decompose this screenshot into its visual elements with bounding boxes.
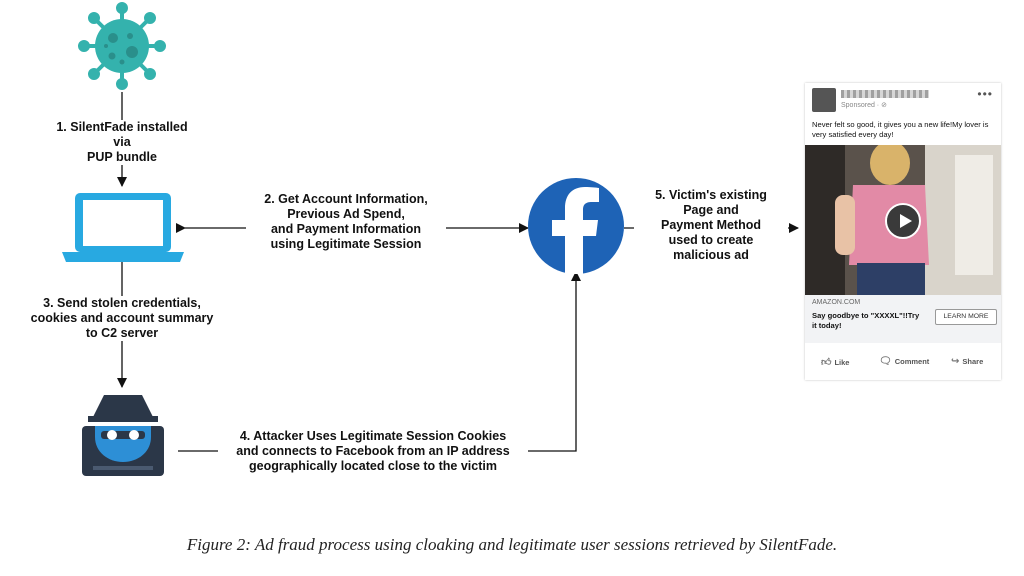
laptop-icon xyxy=(62,193,184,262)
step-5-line-3: Payment Method xyxy=(660,218,761,232)
step-3-line-1: 3. Send stolen credentials, xyxy=(43,296,201,310)
step-3-line-2: cookies and account summary xyxy=(30,311,214,325)
facebook-logo-icon xyxy=(528,178,624,274)
comment-action[interactable]: 🗨︎Comment xyxy=(879,356,929,367)
step-1-line-2: via xyxy=(113,135,131,149)
step-5-label: 5. Victim's existing Page and Payment Me… xyxy=(634,188,788,263)
hacker-spy-icon xyxy=(82,395,164,476)
malicious-ad-post: Sponsored · ⊘ ••• Never felt so good, it… xyxy=(805,83,1001,380)
step-5-line-4: used to create xyxy=(668,233,754,247)
page-avatar xyxy=(812,88,836,112)
share-action[interactable]: ↪Share xyxy=(951,356,983,367)
step-2-line-4: using Legitimate Session xyxy=(270,237,422,251)
step-2-line-3: and Payment Information xyxy=(270,222,422,236)
step-5-line-2: Page and xyxy=(683,203,739,217)
comment-label: Comment xyxy=(894,357,930,366)
ad-body-text: Never felt so good, it gives you a new l… xyxy=(812,120,989,139)
step-5-line-5: malicious ad xyxy=(673,248,749,262)
step-1-line-1: 1. SilentFade installed xyxy=(56,120,188,134)
ad-video-thumbnail[interactable] xyxy=(805,145,1001,295)
step-2-line-2: Previous Ad Spend, xyxy=(287,207,405,221)
comment-bubble-icon: 🗨︎ xyxy=(879,356,892,367)
step-1-label: 1. SilentFade installed via PUP bundle xyxy=(36,120,208,165)
step-4-label: 4. Attacker Uses Legitimate Session Cook… xyxy=(218,429,528,474)
step-3-label: 3. Send stolen credentials, cookies and … xyxy=(8,296,236,341)
sponsored-label: Sponsored · ⊘ xyxy=(841,102,887,109)
like-label: Like xyxy=(834,358,850,367)
play-button-icon[interactable] xyxy=(885,203,921,239)
step-5-line-1: 5. Victim's existing xyxy=(655,188,767,202)
post-actions-bar: 👍︎Like 🗨︎Comment ↪Share xyxy=(805,353,1001,373)
connector-lines xyxy=(117,92,799,452)
step-4-line-2: and connects to Facebook from an IP addr… xyxy=(236,444,510,458)
share-arrow-icon: ↪ xyxy=(951,356,960,367)
step-2-label: 2. Get Account Information, Previous Ad … xyxy=(246,192,446,252)
step-4-line-3: geographically located close to the vict… xyxy=(249,459,497,473)
share-label: Share xyxy=(962,357,984,366)
step-1-line-3: PUP bundle xyxy=(87,150,157,164)
arrow-attacker-to-facebook xyxy=(178,271,581,452)
like-action[interactable]: 👍︎Like xyxy=(821,356,849,368)
ad-headline: Say goodbye to "XXXXL"!!Try it today! xyxy=(812,311,920,330)
blurred-page-name xyxy=(841,90,929,98)
figure-caption: Figure 2: Ad fraud process using cloakin… xyxy=(186,535,838,554)
virus-icon xyxy=(78,2,166,90)
step-3-line-3: to C2 server xyxy=(85,326,159,340)
step-4-line-1: 4. Attacker Uses Legitimate Session Cook… xyxy=(239,429,507,443)
more-options-icon[interactable]: ••• xyxy=(977,87,993,101)
step-2-line-1: 2. Get Account Information, xyxy=(264,192,428,206)
ad-site-domain: AMAZON.COM xyxy=(812,299,861,306)
thumbs-up-icon: 👍︎ xyxy=(821,357,832,368)
learn-more-button[interactable]: LEARN MORE xyxy=(935,309,997,325)
